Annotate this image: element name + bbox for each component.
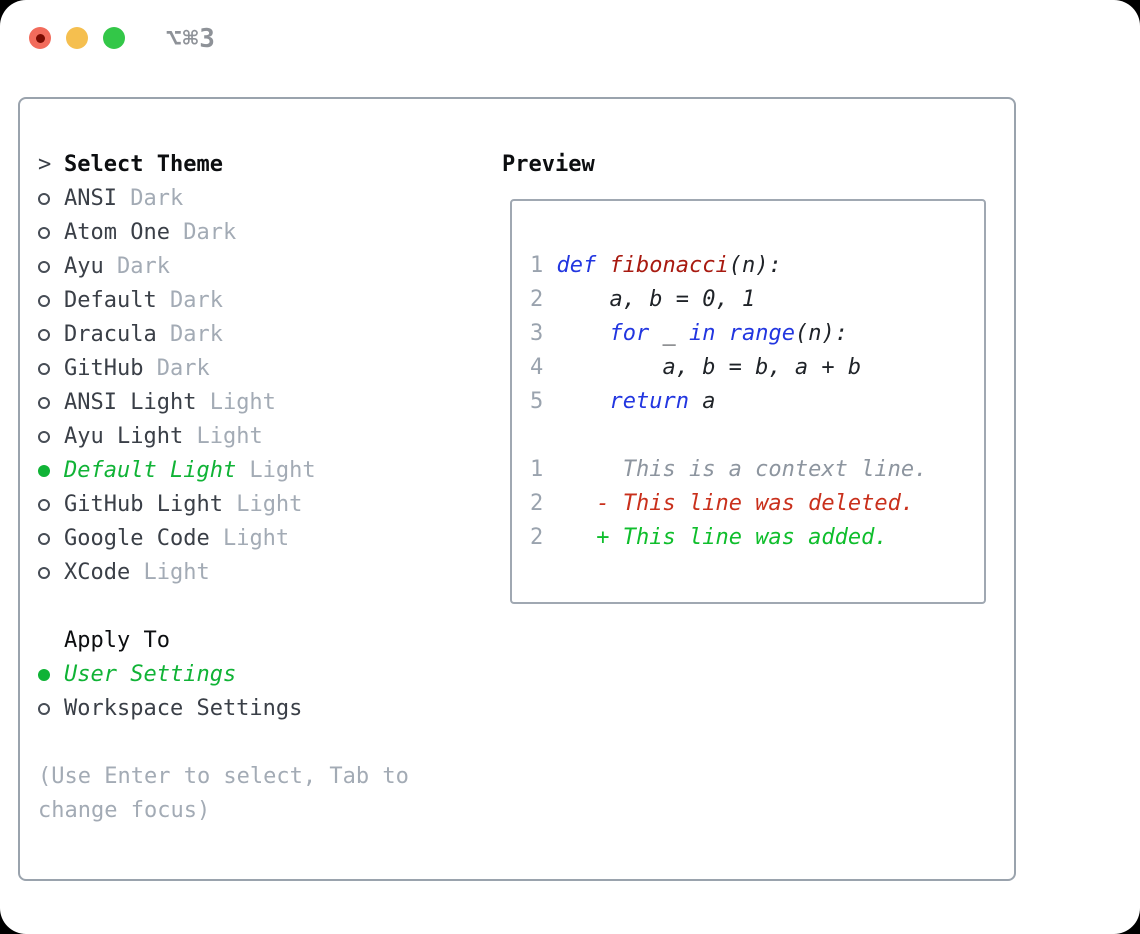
zoom-button[interactable] [103, 27, 125, 49]
theme-option-dracula[interactable]: Dracula Dark [38, 318, 502, 352]
code-line: 3 for _ in range(n): [530, 321, 848, 346]
theme-variant: Dark [143, 356, 210, 381]
code-line: 1 def fibonacci(n): [530, 253, 782, 278]
apply-option-workspace-settings[interactable]: Workspace Settings [38, 692, 502, 726]
radio-icon [38, 329, 64, 341]
theme-option-xcode[interactable]: XCode Light [38, 556, 502, 590]
theme-variant: Dark [103, 254, 170, 279]
theme-option-ansi-light[interactable]: ANSI Light Light [38, 386, 502, 420]
apply-option-label: User Settings [64, 662, 237, 687]
radio-icon [38, 669, 64, 681]
line-number: 2 [530, 525, 557, 550]
theme-option-github[interactable]: GitHub Dark [38, 352, 502, 386]
theme-name: GitHub Light [64, 492, 223, 517]
preview-title: Preview [502, 152, 595, 177]
code-line: 2 - This line was deleted. [530, 491, 915, 516]
code-line [530, 419, 984, 453]
line-number: 1 [530, 457, 557, 482]
apply-option-label: Workspace Settings [64, 696, 303, 721]
radio-icon [38, 363, 64, 375]
radio-icon [38, 261, 64, 273]
code-line: 2 + This line was added. [530, 525, 888, 550]
radio-icon [38, 499, 64, 511]
line-number: 2 [530, 491, 557, 516]
radio-icon [38, 533, 64, 545]
theme-option-atom-one[interactable]: Atom One Dark [38, 216, 502, 250]
theme-variant: Light [236, 458, 316, 483]
apply-to-header: Apply To [38, 624, 502, 658]
theme-option-ansi[interactable]: ANSI Dark [38, 182, 502, 216]
code-line: 2 a, b = 0, 1 [530, 287, 756, 312]
theme-name: Default Light [64, 458, 237, 483]
theme-name: Default [64, 288, 157, 313]
theme-variant: Dark [169, 220, 237, 245]
radio-icon [38, 431, 64, 443]
close-button[interactable] [29, 27, 51, 49]
theme-name: GitHub [64, 356, 144, 381]
line-number: 1 [530, 253, 557, 278]
theme-name: ANSI Light [64, 390, 197, 415]
theme-name: Ayu Light [64, 424, 184, 449]
line-number: 4 [530, 355, 557, 380]
theme-variant: Light [196, 390, 276, 415]
apply-to-title: Apply To [64, 628, 170, 653]
apply-option-user-settings[interactable]: User Settings [38, 658, 502, 692]
window-hotkey-label: ⌥⌘3 [166, 24, 216, 54]
preview-column: Preview 1 def fibonacci(n): 2 a, b = 0, 1… [502, 148, 1014, 879]
theme-option-github-light[interactable]: GitHub Light Light [38, 488, 502, 522]
code-line: 1 This is a context line. [530, 457, 928, 482]
prompt-arrow-icon: > [38, 152, 52, 177]
code-preview-box: 1 def fibonacci(n): 2 a, b = 0, 1 3 for _ … [510, 199, 986, 604]
theme-variant: Light [183, 424, 263, 449]
titlebar: ⌥⌘3 [0, 0, 1140, 97]
theme-option-google-code[interactable]: Google Code Light [38, 522, 502, 556]
radio-icon [38, 227, 64, 239]
theme-option-ayu-light[interactable]: Ayu Light Light [38, 420, 502, 454]
theme-variant: Dark [116, 186, 184, 211]
theme-variant: Light [209, 526, 290, 551]
theme-name: Ayu [64, 254, 104, 279]
theme-option-default[interactable]: Default Dark [38, 284, 502, 318]
theme-option-default-light[interactable]: Default Light Light [38, 454, 502, 488]
code-line: 4 a, b = b, a + b [530, 355, 862, 380]
theme-name: Atom One [64, 220, 170, 245]
radio-icon [38, 295, 64, 307]
line-number: 3 [530, 321, 557, 346]
theme-name: Google Code [64, 526, 210, 551]
select-theme-title: Select Theme [64, 152, 223, 177]
radio-icon [38, 465, 64, 477]
traffic-lights [29, 27, 125, 49]
radio-icon [38, 567, 64, 579]
line-number: 2 [530, 287, 557, 312]
theme-variant: Light [222, 492, 303, 517]
theme-option-ayu[interactable]: Ayu Dark [38, 250, 502, 284]
theme-variant: Light [130, 560, 210, 585]
line-number: 5 [530, 389, 557, 414]
spacer [38, 590, 502, 624]
theme-variant: Dark [156, 288, 223, 313]
theme-name: ANSI [64, 186, 117, 211]
spacer [38, 726, 502, 760]
minimize-button[interactable] [66, 27, 88, 49]
radio-icon [38, 703, 64, 715]
theme-name: XCode [64, 560, 131, 585]
radio-icon [38, 193, 64, 205]
code-line: 5 return a [530, 389, 716, 414]
select-theme-header: > Select Theme [38, 148, 502, 182]
theme-variant: Dark [156, 322, 223, 347]
radio-icon [38, 397, 64, 409]
theme-name: Dracula [64, 322, 157, 347]
